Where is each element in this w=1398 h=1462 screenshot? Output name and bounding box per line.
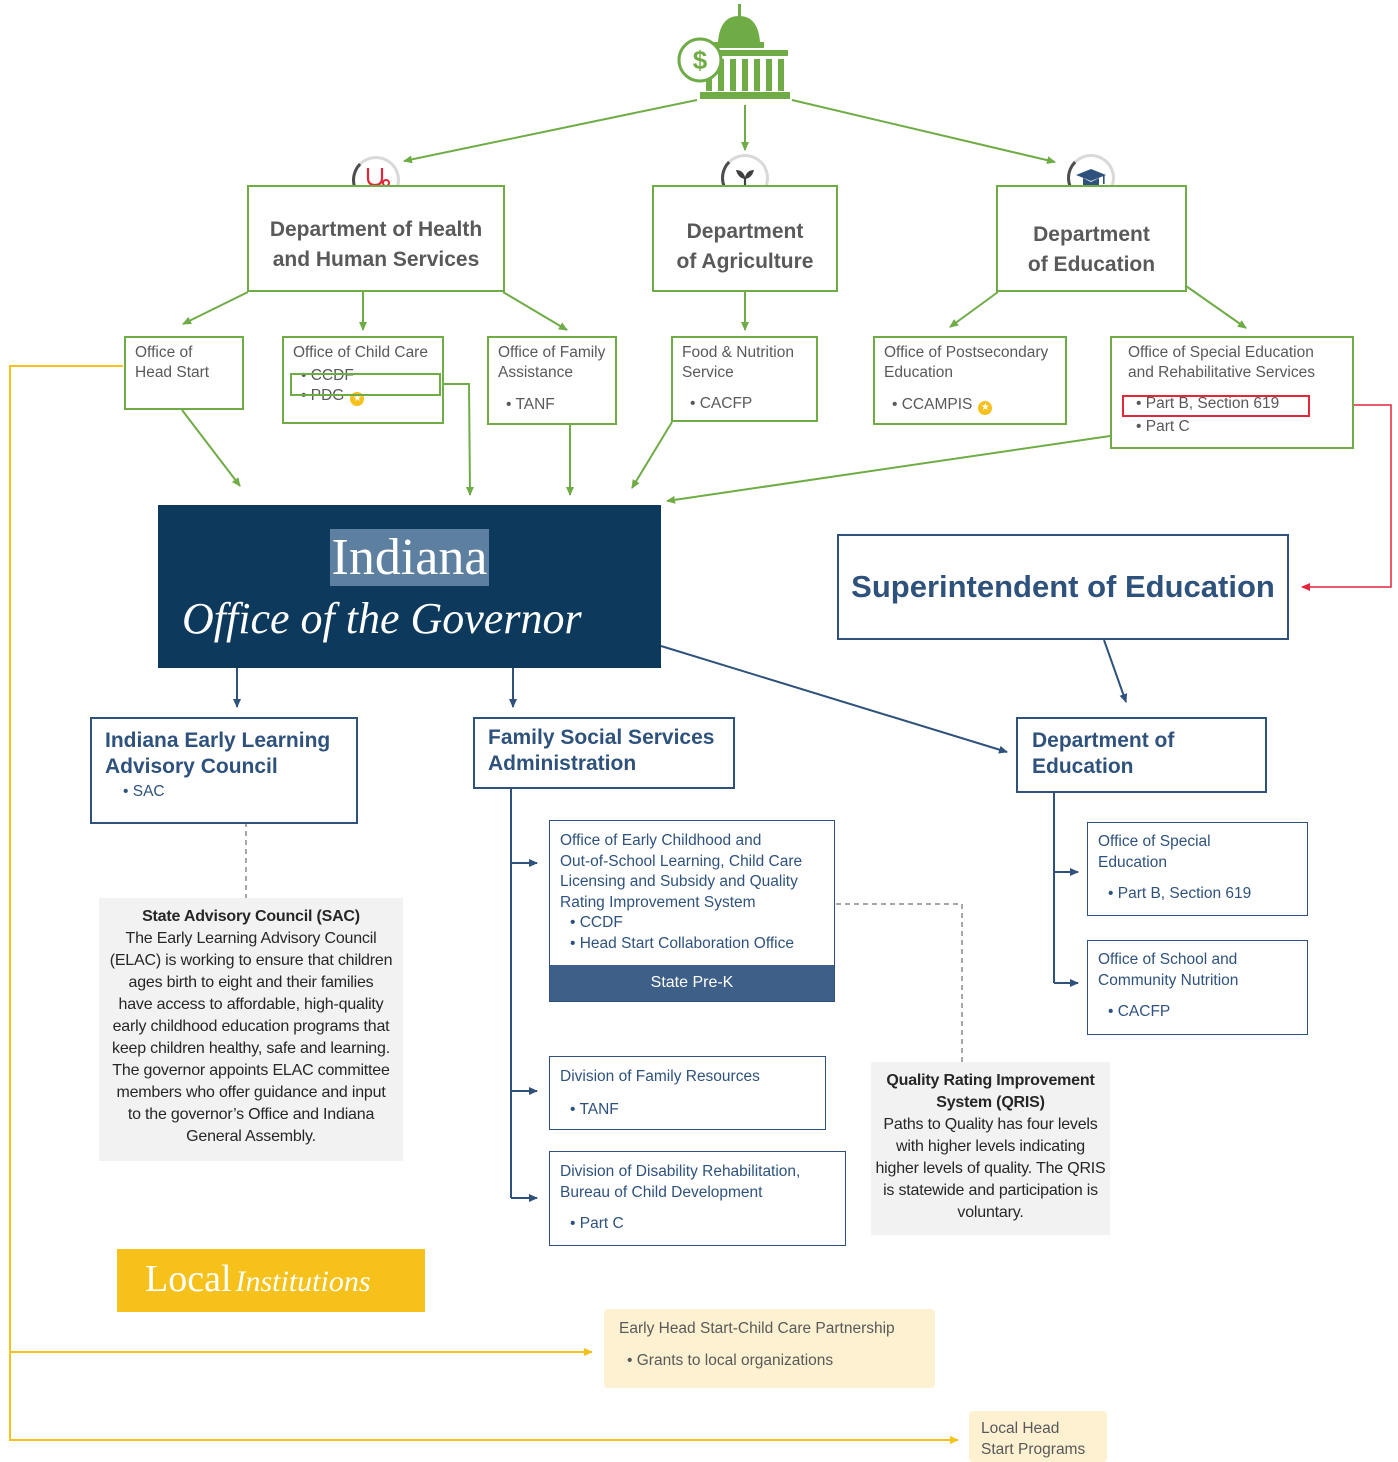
qris-note: Quality Rating Improvement System (QRIS)… <box>871 1062 1110 1235</box>
office-child-care: Office of Child Care CCDF PDG★ <box>282 336 444 424</box>
ccdf-highlight-box <box>290 373 441 396</box>
state-name: Indiana <box>329 529 490 586</box>
governor-office-title: Office of the Governor <box>182 594 582 643</box>
early-head-start-partnership: Early Head Start-Child Care Partnership … <box>604 1309 935 1388</box>
office-early-childhood: Office of Early Childhood and Out-of-Sch… <box>549 820 835 1002</box>
governor-office: Indiana Office of the Governor <box>158 505 661 668</box>
part-b-highlight-box <box>1122 395 1310 417</box>
division-family-resources: Division of Family Resources TANF <box>549 1056 826 1130</box>
superintendent-of-education: Superintendent of Education <box>837 534 1289 640</box>
local-institutions-banner: Local Institutions <box>117 1249 425 1312</box>
svg-text:$: $ <box>693 45 708 75</box>
division-disability-rehabilitation: Division of Disability Rehabilitation,Bu… <box>549 1151 846 1246</box>
capitol-building-dollar-icon: $ <box>676 4 792 106</box>
local-head-start-programs: Local Head Start Programs <box>969 1411 1107 1462</box>
sac-note: State Advisory Council (SAC) The Early L… <box>99 898 403 1161</box>
state-pre-k-band: State Pre-K <box>550 965 834 1001</box>
star-icon: ★ <box>978 401 993 415</box>
